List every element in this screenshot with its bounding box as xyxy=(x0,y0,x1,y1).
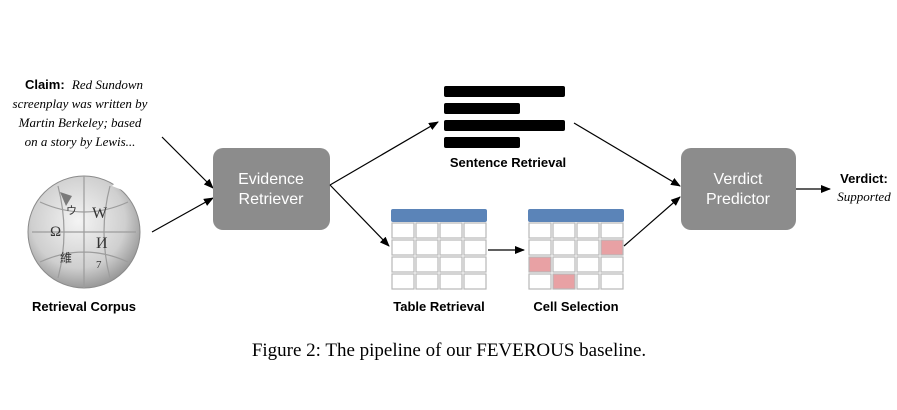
evidence-retriever-line-1: Evidence xyxy=(238,171,304,188)
table-cell-highlighted xyxy=(528,256,552,273)
table-icon xyxy=(391,209,487,290)
table-cell xyxy=(576,273,600,290)
table-cell xyxy=(552,222,576,239)
table-cell xyxy=(463,239,487,256)
globe-glyph-u: ウ xyxy=(66,204,77,217)
table-cell xyxy=(528,239,552,256)
claim-label: Claim: xyxy=(25,77,65,92)
table-cell xyxy=(463,273,487,290)
retrieval-corpus-label: Retrieval Corpus xyxy=(32,299,136,314)
table-cell xyxy=(576,239,600,256)
claim-line-3: Martin Berkeley; based xyxy=(18,115,142,130)
verdict-label: Verdict: xyxy=(840,171,888,186)
wikipedia-globe-icon: W Ω И 維 ウ 7 xyxy=(27,175,141,289)
table-cell-highlighted xyxy=(600,239,624,256)
arrow-cell-to-predictor xyxy=(623,196,681,247)
evidence-retriever-box: Evidence Retriever xyxy=(213,148,330,230)
table-header xyxy=(391,209,487,222)
text-lines-icon xyxy=(444,86,565,148)
arrow-retriever-to-table xyxy=(329,184,390,247)
cell-selection-label: Cell Selection xyxy=(533,299,618,314)
verdict-predictor-line-1: Verdict xyxy=(714,171,763,188)
table-cell xyxy=(391,239,415,256)
arrow-sentence-to-predictor xyxy=(573,122,681,187)
figure-caption: Figure 2: The pipeline of our FEVEROUS b… xyxy=(252,340,646,361)
table-highlighted-cells-icon xyxy=(528,209,624,290)
verdict-predictor-box: Verdict Predictor xyxy=(681,148,796,230)
claim-line-2: screenplay was written by xyxy=(13,96,148,111)
table-cell xyxy=(552,256,576,273)
table-cell xyxy=(576,222,600,239)
arrow-retriever-to-sentence xyxy=(329,121,439,186)
table-cell xyxy=(391,256,415,273)
table-cell xyxy=(439,239,463,256)
globe-glyph-i: И xyxy=(96,235,108,252)
table-cell xyxy=(415,273,439,290)
evidence-retriever-line-2: Retriever xyxy=(239,191,305,208)
arrow-claim-to-retriever xyxy=(161,136,214,189)
table-cell xyxy=(439,256,463,273)
table-cell xyxy=(415,239,439,256)
table-header xyxy=(528,209,624,222)
table-cell xyxy=(439,222,463,239)
verdict-predictor-line-2: Predictor xyxy=(706,191,771,208)
table-cell xyxy=(528,273,552,290)
claim-text: Claim: Red Sundown screenplay was writte… xyxy=(13,77,148,149)
table-cell xyxy=(600,222,624,239)
table-cell xyxy=(600,273,624,290)
table-retrieval-label: Table Retrieval xyxy=(393,299,485,314)
claim-line-1: Red Sundown xyxy=(71,77,143,92)
sentence-retrieval-label: Sentence Retrieval xyxy=(450,155,566,170)
table-cell xyxy=(415,222,439,239)
table-cell xyxy=(528,222,552,239)
verdict-value: Supported xyxy=(837,189,891,204)
table-cell xyxy=(463,256,487,273)
table-cell xyxy=(600,256,624,273)
table-cell-highlighted xyxy=(552,273,576,290)
globe-glyph-omega: Ω xyxy=(50,224,61,240)
table-cell xyxy=(415,256,439,273)
table-cell xyxy=(439,273,463,290)
globe-glyph-wei: 維 xyxy=(60,251,72,265)
table-cell xyxy=(463,222,487,239)
table-cell xyxy=(391,222,415,239)
globe-glyph-7: 7 xyxy=(96,259,102,271)
table-cell xyxy=(576,256,600,273)
claim-line-4: on a story by Lewis... xyxy=(25,134,136,149)
arrow-corpus-to-retriever xyxy=(151,197,214,233)
globe-glyph-w: W xyxy=(92,205,108,222)
table-cell xyxy=(391,273,415,290)
table-cell xyxy=(552,239,576,256)
svg-text:Claim: Red Sundown: Claim: Red Sundown xyxy=(25,77,143,92)
